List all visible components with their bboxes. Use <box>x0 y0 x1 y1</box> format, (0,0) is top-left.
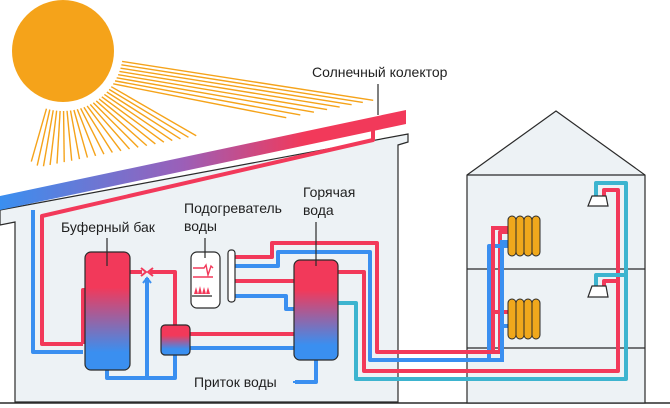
radiator-section <box>523 298 533 340</box>
pipe-heater-cold-top <box>234 244 508 362</box>
flame-icon <box>194 286 210 294</box>
radiator-pipes <box>370 226 508 362</box>
radiator-section <box>531 215 541 257</box>
radiator-section <box>507 215 517 257</box>
pipe-solar-hot <box>40 118 375 346</box>
sun-ray <box>101 96 165 143</box>
pipes <box>31 118 628 384</box>
solar-collector-panel <box>0 110 406 210</box>
sun-ray <box>36 109 51 166</box>
radiator-section <box>515 215 525 257</box>
sun-ray <box>108 88 189 138</box>
pipe-tank-cyan-house <box>338 181 628 381</box>
label-water-heater-2: воды <box>184 218 217 234</box>
sun-ray <box>98 98 156 145</box>
sun-ray <box>86 105 122 152</box>
sun-ray <box>114 80 301 116</box>
sun-ray <box>113 83 287 119</box>
sun-ray <box>66 110 73 161</box>
shower-head-lower <box>587 285 609 298</box>
sun-ray <box>121 60 374 102</box>
sun-ray <box>49 110 58 166</box>
radiator-section <box>515 298 525 340</box>
sun-ray <box>118 73 328 111</box>
valve-arrow-up <box>142 276 152 284</box>
heat-exchanger <box>160 324 191 356</box>
sun-ray <box>80 108 105 155</box>
pipe-solar-cold <box>31 210 83 354</box>
heater-coil-icon <box>193 263 214 278</box>
sun-ray <box>89 103 131 150</box>
sun-ray <box>62 110 65 163</box>
radiator-section <box>507 298 517 340</box>
label-water-inlet: Приток воды <box>194 374 277 390</box>
sun-ray <box>120 67 352 106</box>
label-solar-collector: Солнечный колектор <box>312 64 448 80</box>
sun-ray <box>92 102 139 148</box>
sun-ray <box>95 100 148 147</box>
sun-ray <box>30 108 48 162</box>
sun-ray <box>103 93 173 142</box>
pipe-radiator-cold <box>370 240 508 362</box>
pipe-floor2-cyan <box>594 273 626 286</box>
hot-water-tank <box>293 259 339 361</box>
sun-ray <box>121 64 363 104</box>
valve-arrow-right <box>146 267 154 277</box>
sun-ray <box>56 110 61 164</box>
sun-rays <box>30 60 374 167</box>
radiator-upper <box>507 215 541 257</box>
sun-ray <box>106 91 181 140</box>
pipe-buffer-bottom <box>105 355 177 380</box>
radiator-lower <box>507 298 541 340</box>
pipe-floor2-hot <box>602 279 618 286</box>
label-water-heater-1: Подогреватель <box>184 200 282 216</box>
radiator-section <box>531 298 541 340</box>
radiator-section <box>523 215 533 257</box>
pipe-heater-cold-low <box>234 294 294 311</box>
sun-ray <box>76 109 97 157</box>
label-hot-water-2: вода <box>303 202 334 218</box>
sun-icon <box>12 0 114 102</box>
pipe-water-inlet <box>295 358 318 384</box>
shower-head-upper <box>587 195 609 207</box>
sun-ray <box>73 109 89 158</box>
sun-ray <box>69 110 81 160</box>
heater-manifold <box>227 249 236 303</box>
sun-ray <box>42 110 54 167</box>
sun-ray <box>83 106 113 153</box>
buffer-tank <box>84 251 131 371</box>
valve-arrow-left <box>140 267 148 277</box>
pipe-tank-hot-house <box>338 188 620 373</box>
sun-ray <box>116 77 315 113</box>
sun-ray <box>119 70 340 108</box>
water-heater <box>190 251 221 309</box>
pipe-heater-hot-in <box>150 270 177 330</box>
label-buffer-tank: Буферный бак <box>61 219 155 235</box>
label-hot-water-1: Горячая <box>303 184 356 200</box>
sun-ray <box>110 86 197 137</box>
